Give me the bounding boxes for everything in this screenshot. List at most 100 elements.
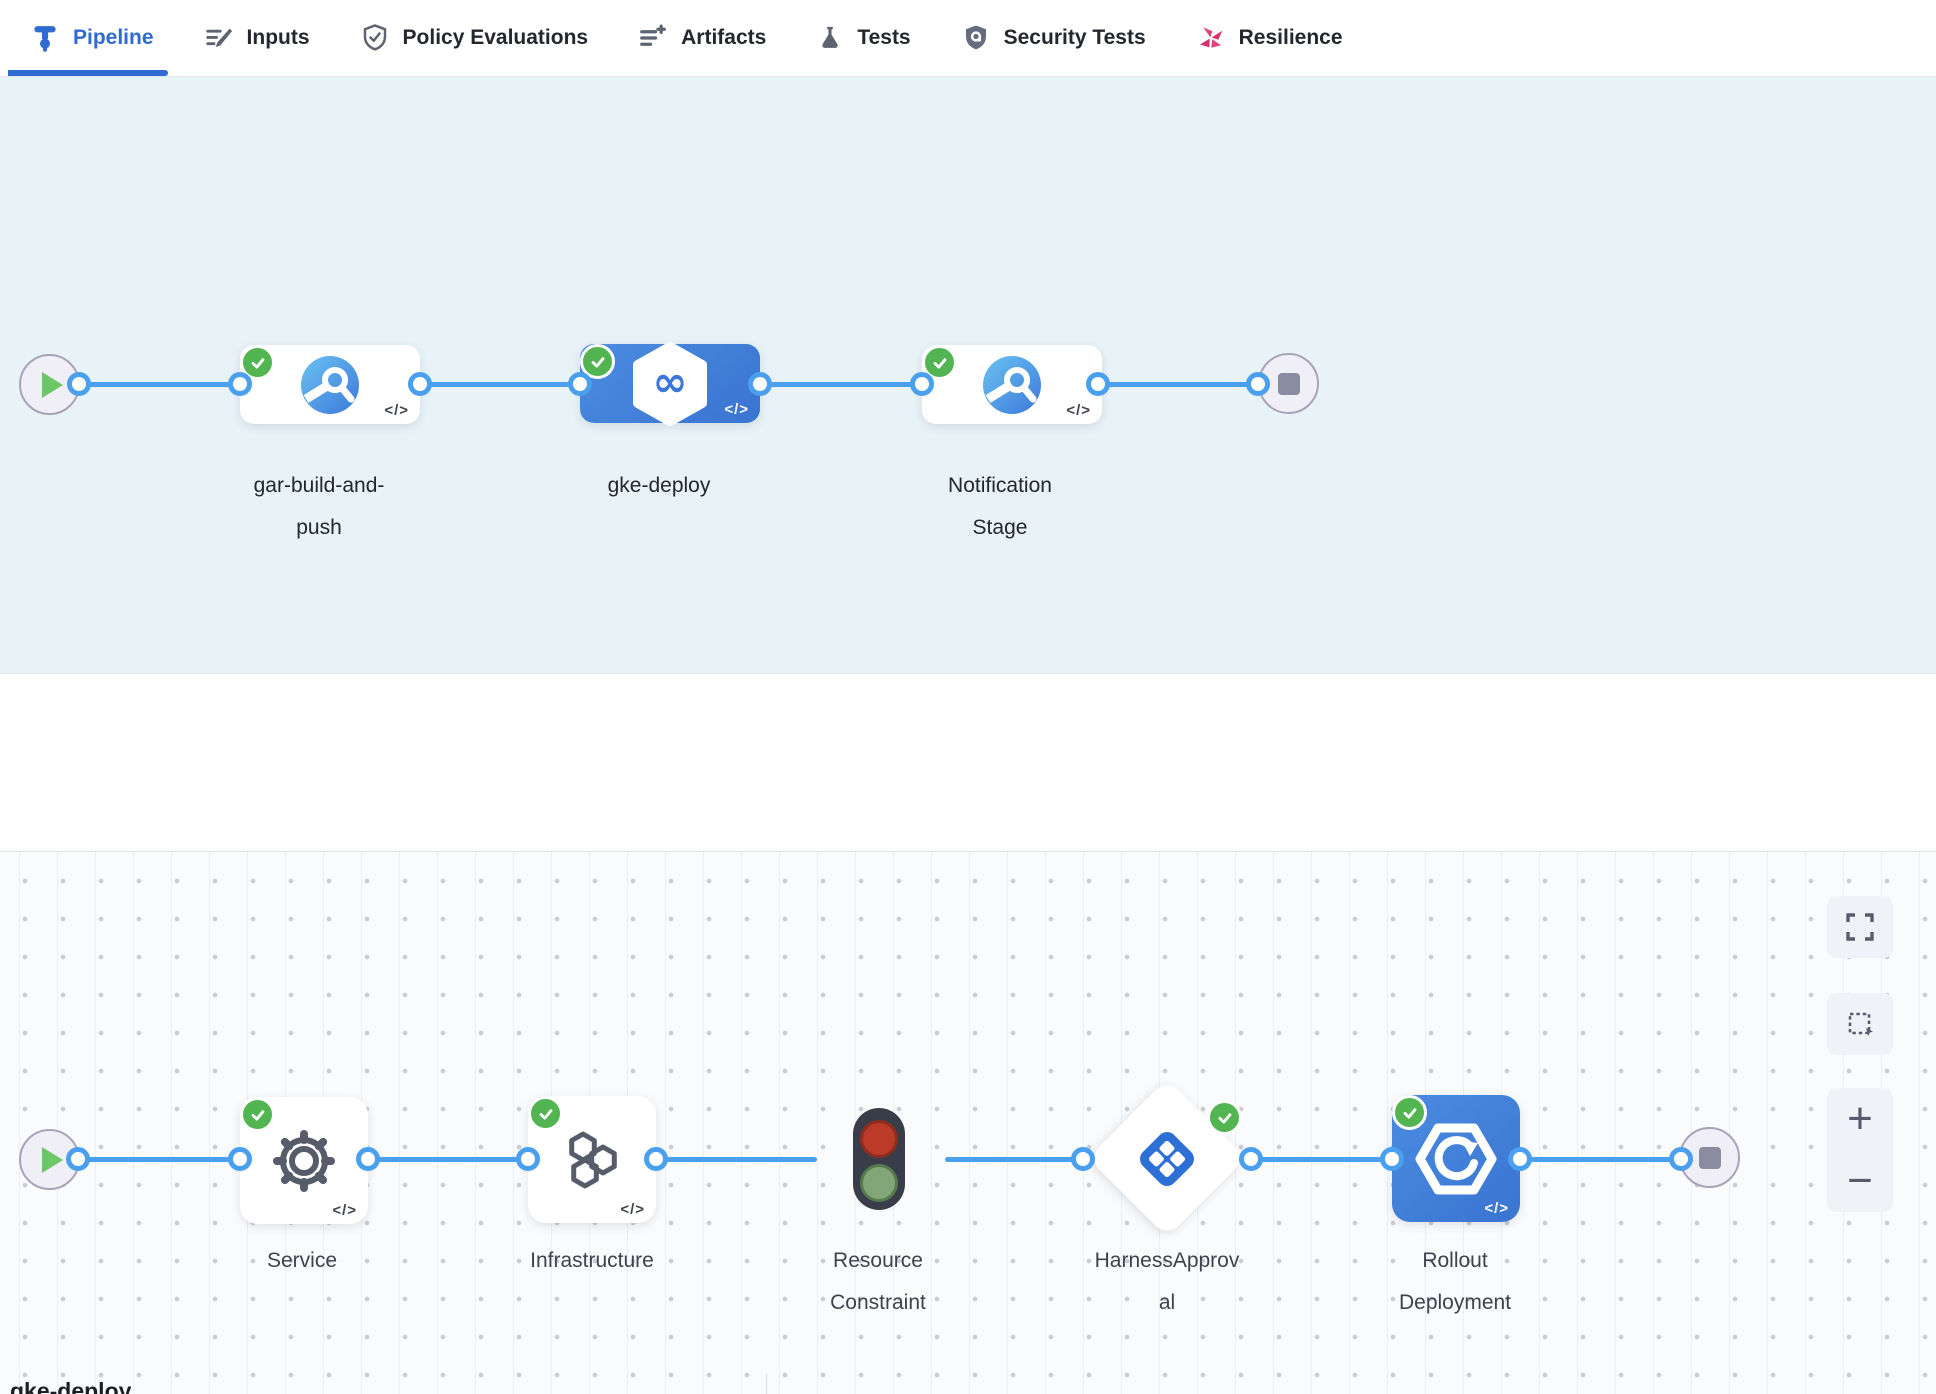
tab-tests[interactable]: Tests <box>816 0 911 76</box>
success-badge <box>1392 1095 1427 1130</box>
port <box>910 372 934 396</box>
tab-label: Resilience <box>1238 26 1343 49</box>
red-light <box>860 1120 898 1158</box>
tab-artifacts[interactable]: Artifacts <box>638 0 766 76</box>
port <box>1239 1147 1263 1171</box>
yaml-toggle[interactable]: </> <box>384 402 409 419</box>
step-node-rollout-deployment[interactable]: </> <box>1392 1095 1520 1222</box>
inputs-icon <box>205 28 232 48</box>
edge <box>945 1157 1083 1162</box>
port <box>1246 372 1270 396</box>
stage-label: Notification Stage <box>948 474 1052 539</box>
tab-label: Artifacts <box>681 26 767 49</box>
step-label: Rollout Deployment <box>1398 1249 1512 1314</box>
step-node-service[interactable]: </> <box>240 1097 368 1224</box>
port <box>1380 1147 1404 1171</box>
zoom-out-button[interactable]: − <box>1847 1156 1873 1205</box>
stop-icon <box>1277 372 1300 395</box>
port <box>66 1147 90 1171</box>
port <box>228 372 252 396</box>
stage-node-notification-stage[interactable]: </> <box>922 345 1102 424</box>
stage-title: gke-deploy <box>10 1378 132 1394</box>
step-label: Resource Constraint <box>830 1249 926 1314</box>
yaml-toggle[interactable]: </> <box>332 1202 357 1219</box>
port <box>67 372 91 396</box>
gear-icon <box>273 1129 335 1192</box>
success-badge <box>528 1096 563 1131</box>
tab-label: Inputs <box>246 26 310 49</box>
tab-label: Tests <box>857 26 911 49</box>
flask-icon <box>822 26 838 48</box>
edge <box>1520 1157 1681 1162</box>
port <box>228 1147 252 1171</box>
step-label: HarnessApproval <box>1094 1249 1240 1314</box>
fullscreen-button[interactable] <box>1827 896 1893 958</box>
fullscreen-icon <box>1846 913 1874 941</box>
port <box>748 372 772 396</box>
zoom-controls: + − <box>1827 1088 1893 1212</box>
stage-label: gar-build-and-push <box>253 474 385 539</box>
shield-check-icon <box>363 24 386 51</box>
port <box>516 1147 540 1171</box>
approval-diamond-icon <box>1140 1132 1194 1186</box>
step-node-infrastructure[interactable]: </> <box>528 1096 656 1223</box>
stage-node-gke-deploy[interactable]: ∞ </> <box>580 341 760 426</box>
edge <box>420 382 580 387</box>
success-badge <box>240 1097 275 1132</box>
active-tab-underline <box>8 70 168 76</box>
step-label: Service <box>266 1249 338 1272</box>
port <box>568 372 592 396</box>
svg-text:∞: ∞ <box>653 357 688 406</box>
play-icon <box>42 1146 63 1173</box>
details-divider <box>766 1374 767 1394</box>
tab-resilience[interactable]: Resilience <box>1196 0 1343 76</box>
edge <box>656 1157 817 1162</box>
yaml-toggle[interactable]: </> <box>1484 1200 1509 1217</box>
tab-inputs[interactable]: Inputs <box>204 0 310 76</box>
pipeline-start-node <box>19 354 80 415</box>
stage-node-gar-build-and-push[interactable]: </> <box>240 345 420 424</box>
deploy-stage-icon: ∞ <box>633 341 707 426</box>
yaml-toggle[interactable]: </> <box>1066 402 1091 419</box>
pipeline-icon <box>34 26 56 52</box>
stop-icon <box>1698 1146 1721 1169</box>
yaml-toggle[interactable]: </> <box>620 1201 645 1218</box>
tab-label: Pipeline <box>73 26 154 49</box>
port <box>408 372 432 396</box>
zoom-in-button[interactable]: + <box>1847 1094 1873 1143</box>
edge <box>1098 382 1258 387</box>
tab-label: Security Tests <box>1003 26 1146 49</box>
tab-policy-evaluations[interactable]: Policy Evaluations <box>360 0 589 76</box>
play-icon <box>42 371 63 398</box>
tab-security-tests[interactable]: Security Tests <box>961 0 1146 76</box>
build-stage-icon <box>301 355 359 414</box>
traffic-light-icon[interactable] <box>853 1108 905 1210</box>
custom-stage-icon <box>983 355 1041 414</box>
yaml-toggle[interactable]: </> <box>724 401 749 418</box>
tab-pipeline[interactable]: Pipeline <box>8 0 168 76</box>
stage-details-bar: gke-deploy Started at: 12/27/2023, 1:47:… <box>0 673 1936 1394</box>
stage-graph-canvas[interactable]: </> ∞ </> </> <box>0 77 1936 673</box>
edge <box>79 382 240 387</box>
port <box>356 1147 380 1171</box>
edge <box>78 1157 240 1162</box>
marquee-select-icon <box>1848 1012 1873 1037</box>
marquee-select-button[interactable] <box>1827 993 1893 1055</box>
port <box>1669 1147 1693 1171</box>
tab-label: Policy Evaluations <box>402 26 589 49</box>
port <box>1508 1147 1532 1171</box>
list-plus-icon <box>640 24 666 46</box>
port <box>644 1147 668 1171</box>
edge <box>1251 1157 1392 1162</box>
step-label: Infrastructure <box>530 1249 654 1272</box>
rollout-icon <box>1415 1123 1497 1194</box>
stage-label: gke-deploy <box>607 474 711 497</box>
security-shield-icon <box>965 25 986 50</box>
success-badge <box>1207 1100 1242 1135</box>
port <box>1086 372 1110 396</box>
green-light <box>860 1164 898 1202</box>
port <box>1071 1147 1095 1171</box>
hexagons-icon <box>569 1131 617 1188</box>
resilience-pinwheel-icon <box>1199 27 1222 48</box>
edge <box>368 1157 528 1162</box>
